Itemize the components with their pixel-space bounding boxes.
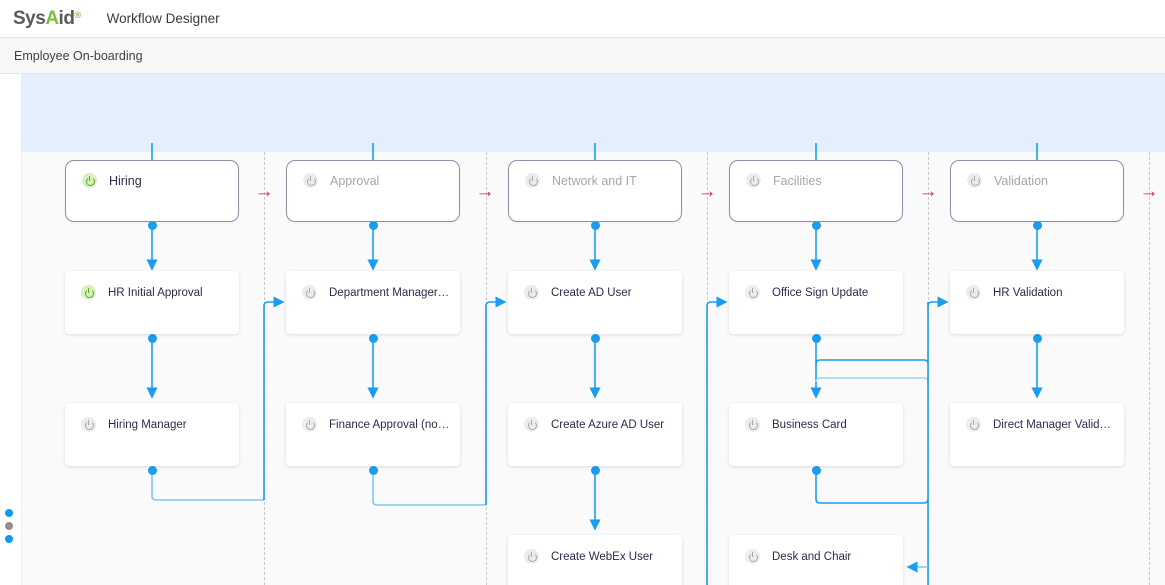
phase-arrow-icon: →: [1139, 181, 1159, 202]
task-card-hr-validation[interactable]: HR Validation: [950, 271, 1124, 334]
task-card-department-manager-approval[interactable]: Department Manager Ap…: [286, 271, 460, 334]
task-label: Finance Approval (none): [329, 418, 450, 431]
phase-card-approval[interactable]: Approval: [286, 160, 460, 222]
logo-text-id: id: [58, 8, 75, 29]
phase-card-validation[interactable]: Validation: [950, 160, 1124, 222]
phase-arrow-icon: →: [918, 181, 938, 202]
task-card-desk-and-chair[interactable]: Desk and Chair: [729, 535, 903, 585]
task-label: Hiring Manager: [108, 418, 187, 431]
power-icon: [302, 417, 317, 432]
phase-label: Facilities: [773, 173, 822, 188]
logo-text-sys: Sys: [13, 8, 46, 29]
task-card-office-sign-update[interactable]: Office Sign Update: [729, 271, 903, 334]
breadcrumb-bar: Employee On-boarding: [0, 38, 1165, 74]
port: [1032, 220, 1042, 230]
task-label: Direct Manager Validation: [993, 418, 1114, 431]
power-icon: [81, 417, 96, 432]
phase-label: Validation: [994, 173, 1048, 188]
task-card-business-card[interactable]: Business Card: [729, 403, 903, 466]
logo-registered-mark: ®: [74, 10, 81, 20]
port: [147, 333, 157, 343]
port: [590, 465, 600, 475]
task-card-hr-initial-approval[interactable]: HR Initial Approval: [65, 271, 239, 334]
task-card-create-webex-user[interactable]: Create WebEx User: [508, 535, 682, 585]
task-label: Department Manager Ap…: [329, 286, 450, 299]
task-card-direct-manager-validation[interactable]: Direct Manager Validation: [950, 403, 1124, 466]
power-icon: [966, 285, 981, 300]
power-icon: [746, 173, 761, 188]
task-label: HR Initial Approval: [108, 286, 203, 299]
task-card-create-azure-ad-user[interactable]: Create Azure AD User: [508, 403, 682, 466]
logo-text-a: A: [45, 8, 59, 29]
power-icon: [524, 285, 539, 300]
canvas-collapse-handle[interactable]: [5, 509, 13, 543]
task-label: Create WebEx User: [551, 550, 654, 563]
power-icon: [525, 173, 540, 188]
power-icon: [524, 417, 539, 432]
power-icon: [302, 285, 317, 300]
column-divider-5: [1149, 152, 1150, 585]
task-card-create-ad-user[interactable]: Create AD User: [508, 271, 682, 334]
workflow-canvas[interactable]: Hiring Approval Network and IT Facilitie…: [0, 74, 1165, 585]
phase-arrow-icon: →: [697, 181, 717, 202]
power-icon: [966, 417, 981, 432]
task-label: Desk and Chair: [772, 550, 852, 563]
power-icon: [303, 173, 318, 188]
handle-dot-3: [5, 535, 13, 543]
phase-card-facilities[interactable]: Facilities: [729, 160, 903, 222]
power-icon: [745, 417, 760, 432]
power-icon: [745, 285, 760, 300]
phase-label: Approval: [330, 173, 380, 188]
app-title: Workflow Designer: [106, 11, 220, 26]
phase-row-highlight: [22, 74, 1165, 152]
phase-card-network-and-it[interactable]: Network and IT: [508, 160, 682, 222]
port: [1032, 333, 1042, 343]
port: [590, 220, 600, 230]
phase-arrow-icon: →: [475, 181, 495, 202]
phase-arrow-icon: →: [254, 181, 274, 202]
task-label: Create AD User: [551, 286, 632, 299]
port: [368, 465, 378, 475]
phase-label: Network and IT: [552, 173, 637, 188]
task-label: Create Azure AD User: [551, 418, 665, 431]
task-label: Office Sign Update: [772, 286, 869, 299]
power-icon: [524, 549, 539, 564]
handle-dot-2: [5, 522, 13, 530]
phase-label: Hiring: [109, 173, 142, 188]
power-icon: [82, 173, 97, 188]
handle-dot-1: [5, 509, 13, 517]
port: [590, 333, 600, 343]
port: [811, 220, 821, 230]
port: [368, 220, 378, 230]
task-label: Business Card: [772, 418, 847, 431]
port: [147, 220, 157, 230]
power-icon: [967, 173, 982, 188]
port: [811, 333, 821, 343]
canvas-left-gutter: [0, 74, 22, 585]
port: [368, 333, 378, 343]
power-icon: [81, 285, 96, 300]
port: [811, 465, 821, 475]
task-label: HR Validation: [993, 286, 1063, 299]
task-card-hiring-manager[interactable]: Hiring Manager: [65, 403, 239, 466]
power-icon: [745, 549, 760, 564]
breadcrumb-workflow-name[interactable]: Employee On-boarding: [14, 48, 143, 63]
phase-card-hiring[interactable]: Hiring: [65, 160, 239, 222]
task-card-finance-approval[interactable]: Finance Approval (none): [286, 403, 460, 466]
port: [147, 465, 157, 475]
